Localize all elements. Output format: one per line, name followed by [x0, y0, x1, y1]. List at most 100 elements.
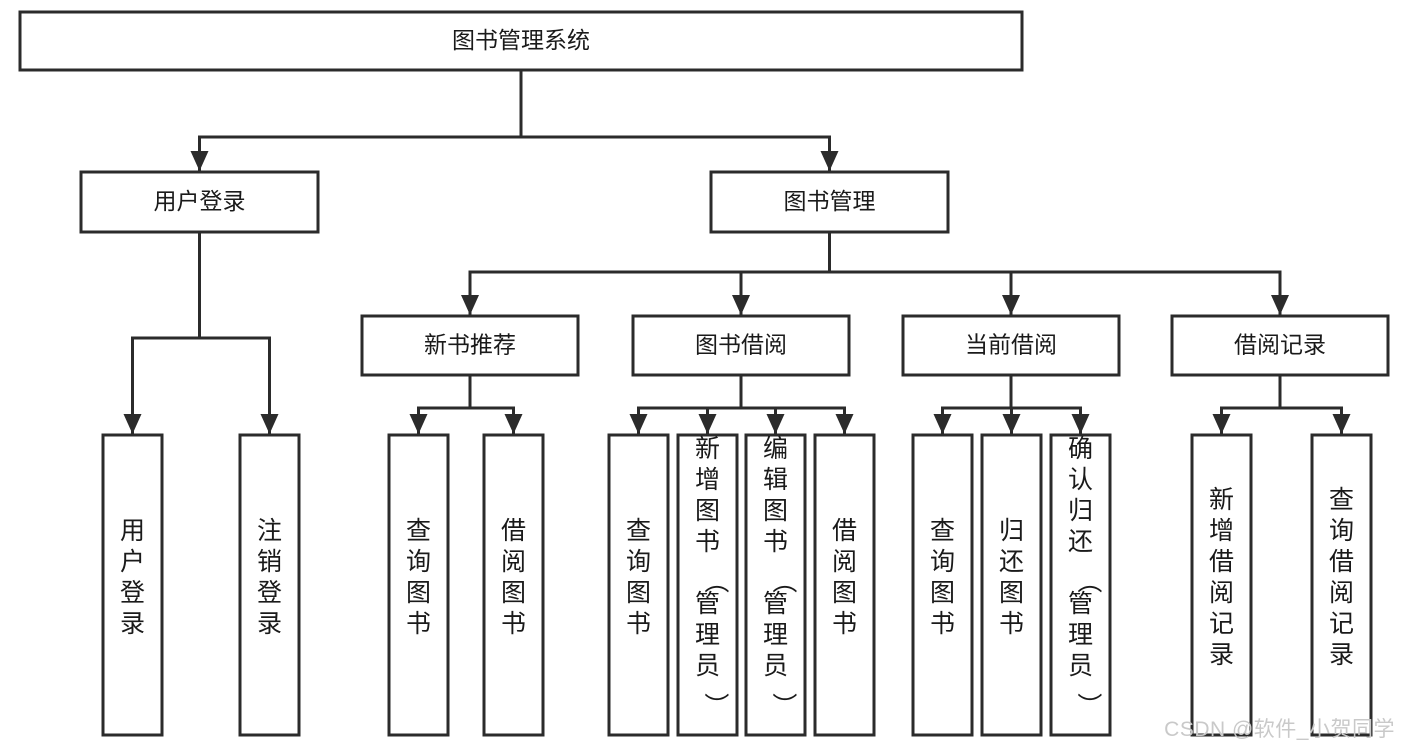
node-current-borrow[interactable]: 当前借阅	[901, 314, 1121, 377]
node-user-login[interactable]: 用户登录	[79, 170, 320, 234]
node-label-char: 图	[695, 497, 720, 525]
connector-arrow-icon	[1002, 295, 1020, 315]
node-label-char: 录	[120, 610, 145, 638]
node-root[interactable]: 图书管理系统	[18, 10, 1024, 72]
connector-arrow-icon	[504, 414, 523, 434]
node-label-char: 管	[1068, 590, 1093, 618]
node-label-char: 图	[501, 579, 526, 607]
node-box	[631, 314, 851, 377]
node-label-char: 阅	[1329, 579, 1354, 607]
node-label-char: 阅	[832, 548, 857, 576]
node-label-char: 图	[763, 497, 788, 525]
node-label: 当前借阅	[965, 332, 1057, 358]
node-box	[360, 314, 580, 377]
connector-arrow-icon	[1002, 414, 1021, 434]
node-box	[18, 10, 1024, 72]
node-label: 新书推荐	[424, 332, 516, 358]
node-label-char: 还	[1068, 528, 1093, 556]
node-label-char: 认	[1068, 466, 1093, 494]
connector-arrow-icon	[820, 151, 839, 171]
node-new-book-rec[interactable]: 新书推荐	[360, 314, 580, 377]
node-borrow-record[interactable]: 借阅记录	[1170, 314, 1390, 377]
node-label-char: 理	[695, 621, 720, 649]
csdn-watermark: CSDN @软件_小贺同学	[1164, 718, 1395, 741]
connector-arrow-icon	[933, 414, 952, 434]
node-label-char: （	[702, 568, 730, 593]
node-label-char: 增	[695, 466, 720, 494]
node-cb-query-book[interactable]: 查询图书查询图书	[911, 433, 974, 737]
node-label-char: 书	[406, 610, 431, 638]
node-label-char: 用	[120, 517, 145, 545]
node-label-char: ）	[770, 692, 798, 717]
node-label-char: 确	[1068, 435, 1093, 463]
node-label-char: ）	[702, 692, 730, 717]
node-label-char: 还	[999, 548, 1024, 576]
node-label-char: 员	[695, 652, 720, 680]
node-box	[676, 433, 739, 737]
node-box	[607, 433, 670, 737]
node-label-char: 销	[257, 548, 282, 576]
node-box	[813, 433, 876, 737]
node-label-char: 新	[695, 435, 720, 463]
node-nbr-borrow-book[interactable]: 借阅图书借阅图书	[482, 433, 545, 737]
node-user-login-do[interactable]: 用户登录用户登录	[101, 433, 164, 737]
node-label-char: 登	[120, 579, 145, 607]
node-label-char: 图	[832, 579, 857, 607]
node-label-char: 录	[1329, 641, 1354, 669]
node-box	[911, 433, 974, 737]
node-bb-borrow-book[interactable]: 借阅图书借阅图书	[813, 433, 876, 737]
node-label-char: 图	[999, 579, 1024, 607]
node-label-char: 登	[257, 579, 282, 607]
node-label-char: 借	[1329, 548, 1354, 576]
node-label: 图书借阅	[695, 332, 787, 358]
node-label-char: 书	[832, 610, 857, 638]
connector-arrow-icon	[123, 414, 142, 434]
node-label-char: 查	[1329, 486, 1354, 514]
node-label: 图书管理	[784, 188, 876, 214]
node-label-char: 录	[257, 610, 282, 638]
node-label-char: （	[770, 568, 798, 593]
node-box	[709, 170, 950, 234]
node-label-char: 新	[1209, 486, 1234, 514]
connector-arrow-icon	[698, 414, 717, 434]
node-label: 借阅记录	[1234, 332, 1326, 358]
node-bb-query-book[interactable]: 查询图书查询图书	[607, 433, 670, 737]
node-br-query-record[interactable]: 查询借阅记录查询借阅记录	[1310, 433, 1373, 737]
node-label-char: 书	[695, 528, 720, 556]
node-label-char: 查	[930, 517, 955, 545]
node-label-char: 管	[695, 590, 720, 618]
node-label-char: 书	[626, 610, 651, 638]
connector-arrow-icon	[409, 414, 428, 434]
node-box	[387, 433, 450, 737]
connector-arrow-icon	[1271, 295, 1289, 315]
node-br-add-record[interactable]: 新增借阅记录新增借阅记录	[1190, 433, 1253, 737]
node-label-char: 书	[999, 610, 1024, 638]
node-label-char: ）	[1075, 692, 1103, 717]
connector-arrow-icon	[835, 414, 854, 434]
node-label-char: 查	[626, 517, 651, 545]
node-label-char: 记	[1209, 610, 1234, 638]
node-label-char: 注	[257, 517, 282, 545]
node-label-char: 借	[501, 517, 526, 545]
node-book-manage[interactable]: 图书管理	[709, 170, 950, 234]
node-box	[1049, 433, 1112, 737]
node-cb-return-book[interactable]: 归还图书归还图书	[980, 433, 1043, 737]
node-label-char: 归	[999, 517, 1024, 545]
connector-arrow-icon	[1071, 414, 1090, 434]
connector-arrow-icon	[629, 414, 648, 434]
node-user-logout[interactable]: 注销登录注销登录	[238, 433, 301, 737]
node-label-char: 阅	[1209, 579, 1234, 607]
connector-arrow-icon	[766, 414, 785, 434]
connector-arrow-icon	[1332, 414, 1351, 434]
node-nbr-query-book[interactable]: 查询图书查询图书	[387, 433, 450, 737]
node-box	[1310, 433, 1373, 737]
node-label-char: 理	[1068, 621, 1093, 649]
node-label-char: 书	[763, 528, 788, 556]
node-label-char: 询	[930, 548, 955, 576]
node-book-borrow[interactable]: 图书借阅	[631, 314, 851, 377]
connector-arrow-icon	[1212, 414, 1231, 434]
connector-arrow-icon	[190, 151, 209, 171]
